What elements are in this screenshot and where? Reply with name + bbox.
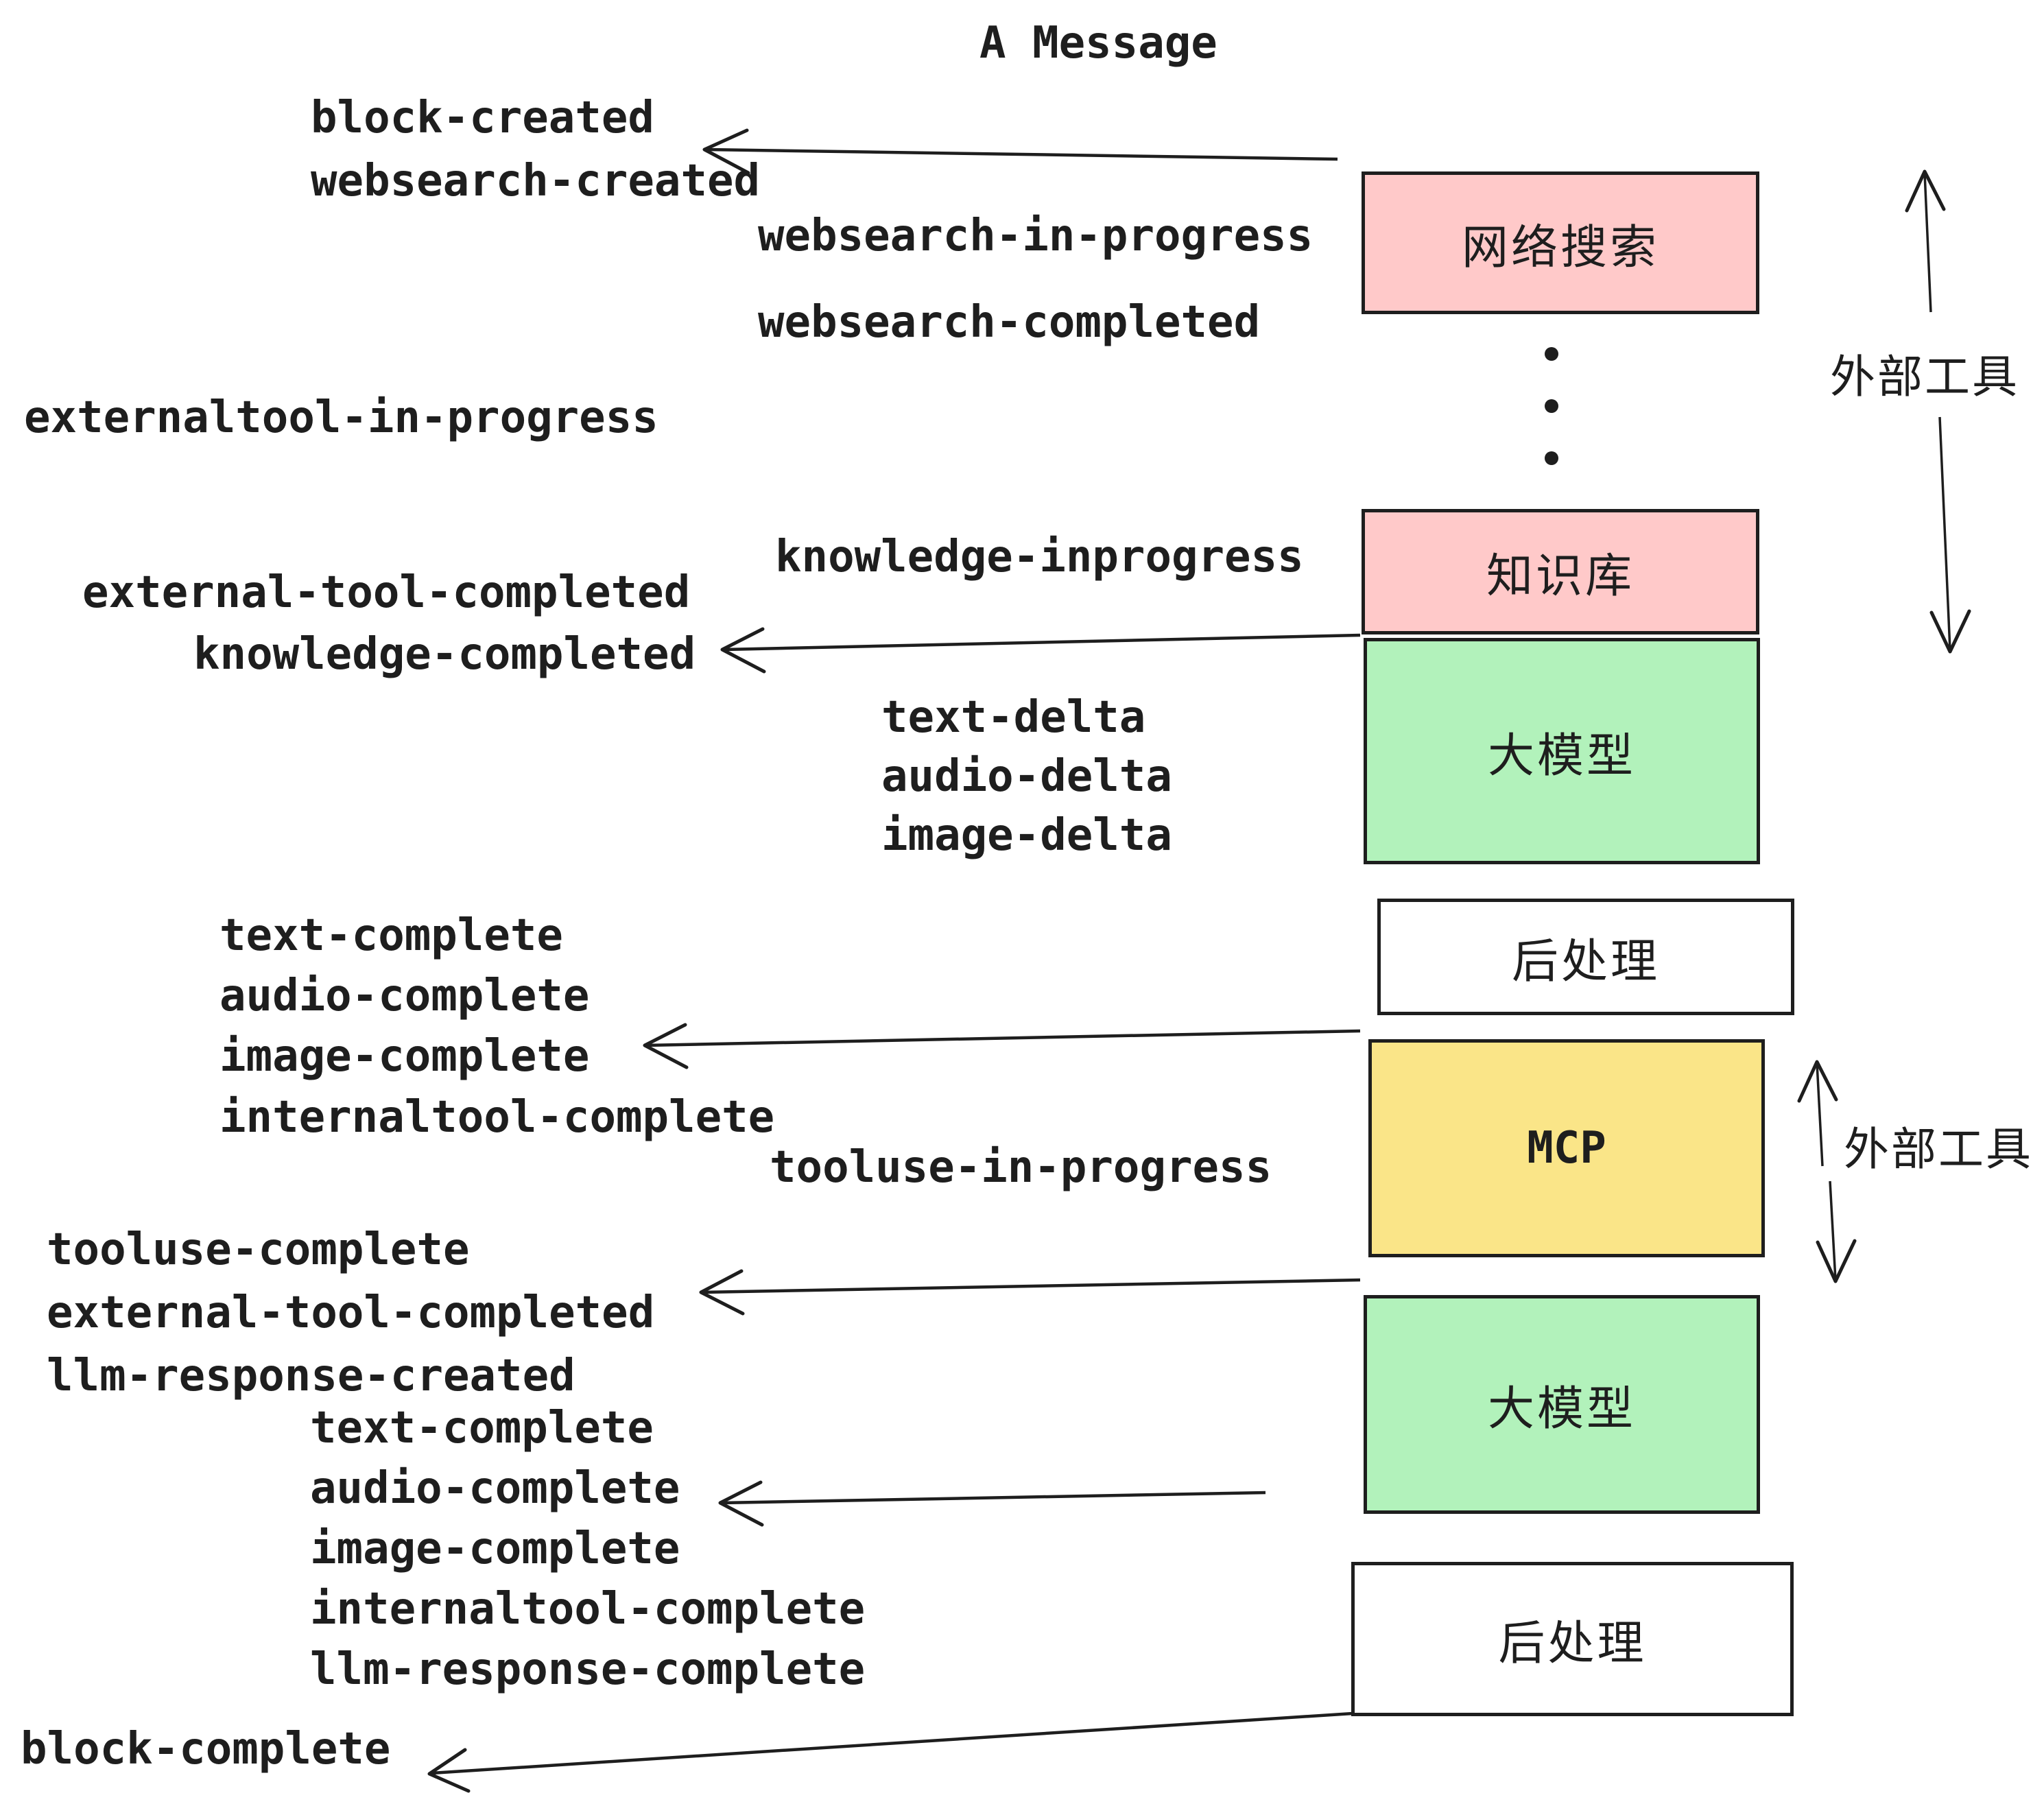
external-tools-scope-label-bottom: 外部工具: [1844, 1123, 2033, 1176]
box-postprocess-2: 后处理: [1351, 1562, 1794, 1716]
event-label-internaltool-complete: internaltool-complete: [219, 1092, 775, 1143]
event-label-tooluse-in-progress: tooluse-in-progress: [770, 1142, 1272, 1193]
event-label-image-complete-2: image-complete: [310, 1523, 680, 1574]
event-label-websearch-completed: websearch-completed: [758, 297, 1261, 348]
return-arrow-3-head-icon: [643, 1023, 689, 1069]
box-mcp-label: MCP: [1527, 1123, 1606, 1174]
event-label-internaltool-complete-2: internaltool-complete: [310, 1584, 866, 1635]
event-label-image-complete: image-complete: [219, 1031, 590, 1082]
event-label-text-complete-2: text-complete: [310, 1403, 654, 1453]
scope-arrow-down-2-line: [1829, 1180, 1837, 1281]
return-arrow-2-line: [723, 633, 1361, 652]
box-llm-2-label: 大模型: [1487, 1382, 1636, 1436]
return-arrow-4-line: [702, 1278, 1361, 1294]
return-arrow-3-line: [645, 1029, 1361, 1047]
box-websearch: 网络搜索: [1362, 171, 1759, 314]
page-title: A Message: [979, 18, 1217, 69]
box-postprocess-2-label: 后处理: [1498, 1617, 1647, 1671]
box-knowledge: 知识库: [1362, 509, 1759, 634]
scope-arrow-up-1-line: [1923, 172, 1932, 313]
event-label-text-complete: text-complete: [219, 910, 563, 961]
event-label-external-tool-completed: external-tool-completed: [82, 567, 691, 618]
event-label-external-tool-completed-2: external-tool-completed: [47, 1287, 655, 1338]
box-postprocess-1-label: 后处理: [1511, 934, 1660, 989]
event-label-audio-delta: audio-delta: [881, 751, 1172, 802]
box-llm-1: 大模型: [1364, 638, 1760, 864]
return-arrow-2-head-icon: [720, 627, 766, 674]
return-arrow-6-line: [431, 1711, 1353, 1775]
box-llm-2: 大模型: [1364, 1295, 1760, 1514]
scope-arrow-down-1-line: [1938, 416, 1951, 651]
scope-arrow-up-1-head-icon: [1905, 169, 1946, 213]
box-llm-1-label: 大模型: [1487, 728, 1636, 783]
event-label-tooluse-complete: tooluse-complete: [47, 1224, 470, 1275]
box-websearch-label: 网络搜索: [1461, 220, 1659, 275]
event-label-knowledge-completed: knowledge-completed: [193, 629, 696, 680]
event-label-websearch-in-progress: websearch-in-progress: [758, 211, 1314, 261]
event-label-externaltool-in-progress: externaltool-in-progress: [24, 392, 658, 443]
event-label-llm-response-complete: llm-response-complete: [310, 1644, 866, 1695]
return-arrow-1-line: [707, 147, 1338, 161]
event-label-block-complete: block-complete: [21, 1724, 391, 1775]
return-arrow-4-head-icon: [699, 1269, 745, 1316]
box-postprocess-1: 后处理: [1377, 899, 1794, 1015]
event-label-audio-complete: audio-complete: [219, 971, 590, 1021]
event-label-audio-complete-2: audio-complete: [310, 1463, 680, 1514]
scope-arrow-down-1-head-icon: [1929, 609, 1971, 654]
box-mcp: MCP: [1368, 1039, 1765, 1257]
event-label-block-created: block-created: [311, 93, 654, 143]
event-label-llm-response-created: llm-response-created: [47, 1351, 575, 1401]
box-knowledge-label: 知识库: [1486, 549, 1635, 604]
event-label-websearch-created: websearch-created: [311, 156, 761, 206]
scope-arrow-up-2-line: [1816, 1063, 1824, 1167]
return-arrow-5-line: [721, 1491, 1266, 1505]
event-label-knowledge-inprogress: knowledge-inprogress: [775, 532, 1304, 582]
return-arrow-1-head-icon: [702, 128, 750, 175]
scope-arrow-down-2-head-icon: [1816, 1239, 1857, 1283]
external-tools-scope-label-top: 外部工具: [1830, 351, 2019, 403]
scope-arrow-up-2-head-icon: [1797, 1060, 1838, 1103]
return-arrow-5-head-icon: [718, 1480, 764, 1527]
event-label-text-delta: text-delta: [881, 692, 1146, 743]
event-label-image-delta: image-delta: [881, 810, 1172, 861]
return-arrow-6-head-icon: [427, 1748, 471, 1793]
continuation-dots-icon: [1545, 347, 1558, 465]
